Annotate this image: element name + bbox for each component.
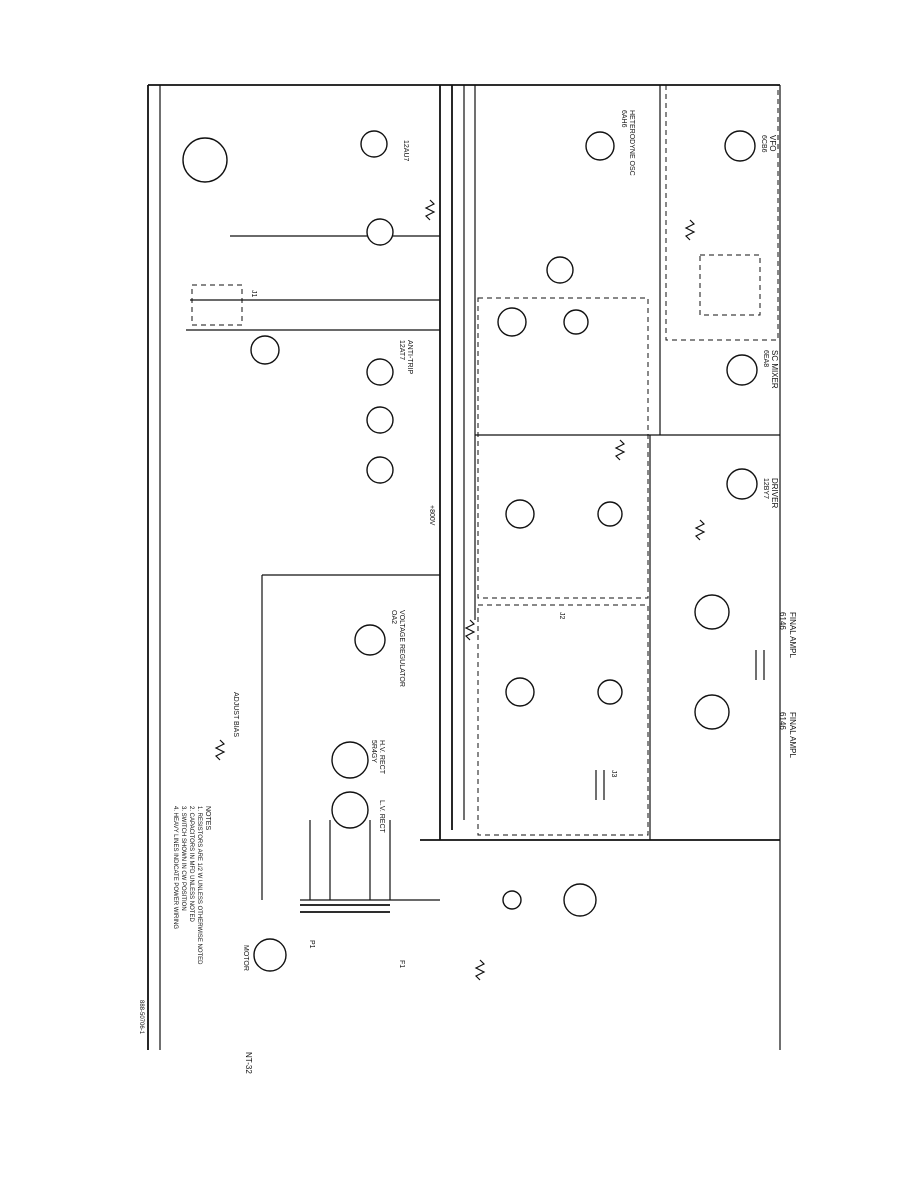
note-4: 4. HEAVY LINES INDICATE POWER WIRING <box>172 806 178 929</box>
tube-osc-2 <box>546 256 574 284</box>
label-driver: DRIVER <box>770 478 779 508</box>
section-labels: FINAL AMPL 6146 FINAL AMPL 6146 DRIVER 1… <box>232 110 797 834</box>
socket-j1: J1 <box>250 290 257 298</box>
label-anti-trip: ANTI-TRIP <box>406 340 413 375</box>
label-lv-rect: L.V. RECT <box>378 800 385 834</box>
tube-anti-trip-2 <box>366 406 394 434</box>
meter <box>250 335 280 365</box>
motor-label: MOTOR <box>242 945 249 971</box>
label-final-ampl-1-tube: 6146 <box>778 612 787 630</box>
notes-title: NOTES <box>204 806 211 830</box>
tube-final-1 <box>694 594 730 630</box>
motor-symbol <box>253 938 287 972</box>
label-hv: +800V <box>428 505 435 526</box>
label-final-ampl-2: FINAL AMPL <box>788 712 797 758</box>
notes-block: NOTES 1. RESISTORS ARE 1/2 W UNLESS OTHE… <box>172 806 211 965</box>
bus-wires <box>186 85 780 901</box>
ref-number: NT-32 <box>244 1052 253 1074</box>
label-vfo-tube: 6CB6 <box>760 135 767 153</box>
label-anti-trip-tube: 12AT7 <box>398 340 405 360</box>
fuse-label: F1 <box>398 960 405 968</box>
tube-heterodyne <box>585 131 615 161</box>
note-1: 1. RESISTORS ARE 1/2 W UNLESS OTHERWISE … <box>196 806 202 965</box>
note-2: 2. CAPACITORS IN MFD UNLESS NOTED <box>188 806 194 922</box>
label-hv-rect: H.V. RECT <box>378 740 385 775</box>
drawing-ids: NT-32 888-50706-1 <box>138 1000 253 1074</box>
label-rect-tube: 5R4GY <box>370 740 377 763</box>
label-voltage-regulator: VOLTAGE REGULATOR <box>398 610 405 687</box>
socket-j3: J3 <box>610 770 617 778</box>
label-driver-tube: 12BY7 <box>762 478 769 499</box>
tube-relay-1 <box>360 130 388 158</box>
label-relay-tube: 12AU7 <box>402 140 409 162</box>
tube-vfo <box>724 130 756 162</box>
label-heterodyne-tube: 6AH6 <box>620 110 627 128</box>
label-vr-tube: OA2 <box>390 610 397 624</box>
tube-mixer <box>726 354 758 386</box>
label-heterodyne: HETERODYNE OSC <box>628 110 635 176</box>
sheet-id: 888-50706-1 <box>138 1000 144 1035</box>
label-sc-mixer: SC MIXER <box>770 350 779 389</box>
tube-anti-trip-1 <box>366 358 394 386</box>
plug-label: P1 <box>308 940 315 949</box>
label-adjust-bias: ADJUST BIAS <box>232 692 239 737</box>
tube-lv-rect <box>331 791 369 829</box>
components <box>214 199 765 981</box>
label-vfo: VFO <box>768 135 777 151</box>
shield-boxes <box>191 84 779 836</box>
tubes <box>182 130 758 972</box>
label-final-ampl-1: FINAL AMPL <box>788 612 797 658</box>
label-sc-mixer-tube: 6EA8 <box>762 350 769 367</box>
tube-vr <box>354 624 386 656</box>
socket-j2: J2 <box>558 612 565 620</box>
label-final-ampl-2-tube: 6146 <box>778 712 787 730</box>
band-switches <box>497 307 623 917</box>
octal-socket <box>182 137 228 183</box>
tube-final-2 <box>694 694 730 730</box>
power-transformer <box>300 820 391 913</box>
tube-anti-trip-3 <box>366 456 394 484</box>
tube-hv-rect <box>331 741 369 779</box>
note-3: 3. SWITCH SHOWN IN CW POSITION <box>180 806 186 911</box>
tube-driver <box>726 468 758 500</box>
tube-relay-2 <box>366 218 394 246</box>
power-input: P1 F1 MOTOR J1 J2 J3 <box>242 290 617 971</box>
